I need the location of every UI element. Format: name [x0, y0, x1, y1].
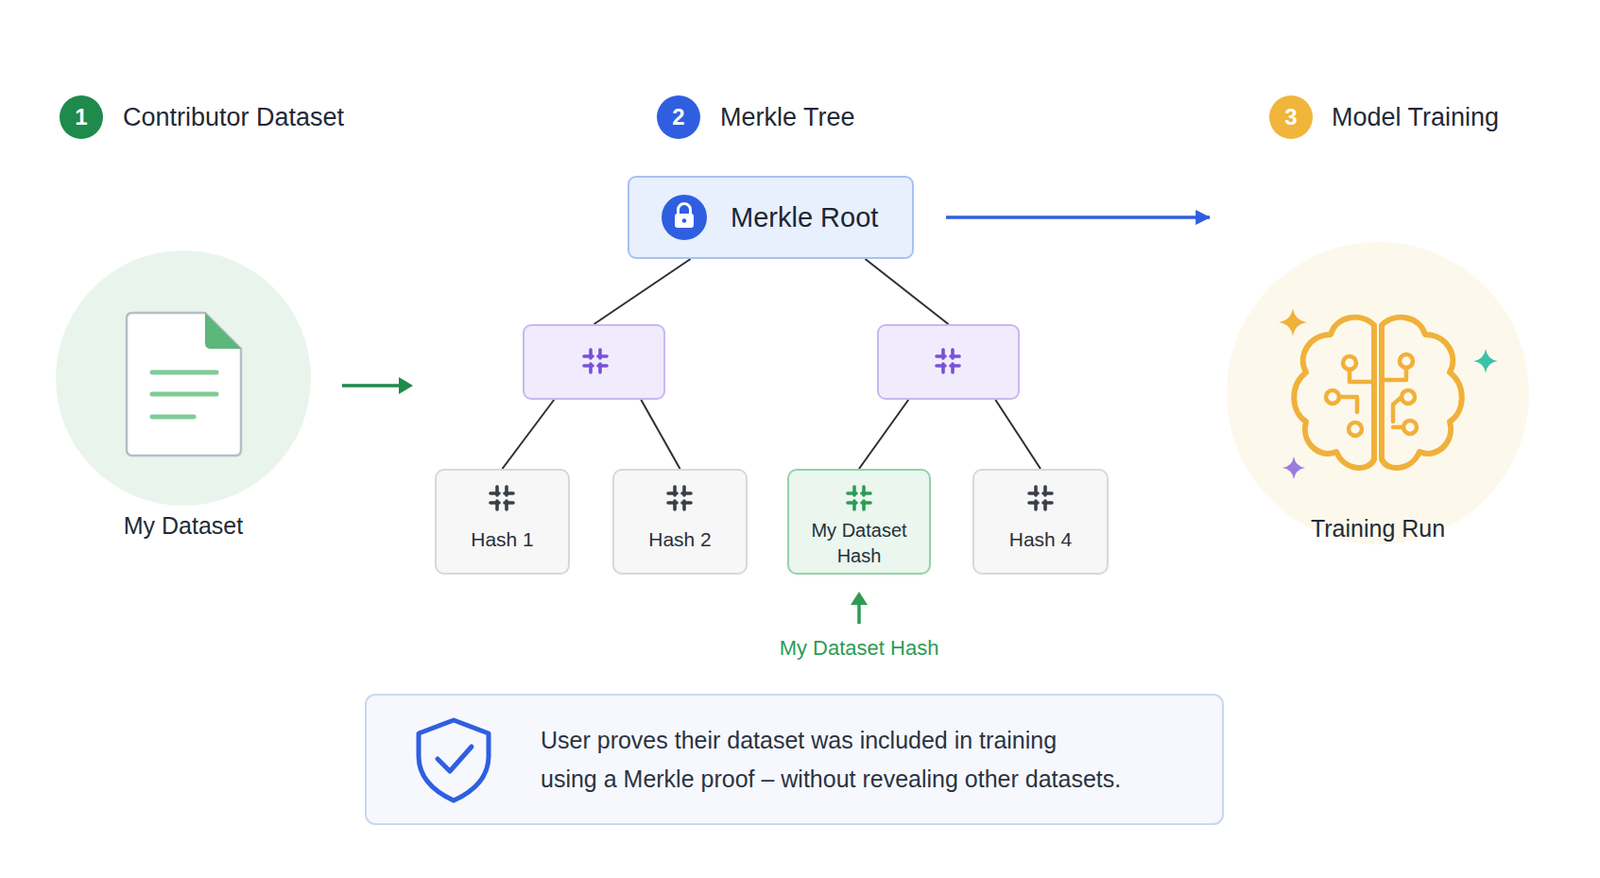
- merkle-root-box: Merkle Root: [627, 175, 914, 259]
- pointer-arrow: [850, 591, 868, 624]
- arrow-head: [398, 377, 413, 395]
- tree-link: [859, 399, 909, 469]
- step-title: Merkle Tree: [720, 103, 856, 133]
- node-text: My Dataset Hash: [789, 517, 930, 569]
- hash-node-box: [877, 324, 1020, 400]
- arrow-shaft: [342, 383, 403, 388]
- step-title: Model Training: [1331, 103, 1499, 133]
- tree-link: [995, 399, 1041, 469]
- pointer-label: My Dataset Hash: [779, 636, 940, 661]
- node-text: Hash 4: [974, 527, 1107, 552]
- tree-link: [640, 399, 680, 469]
- circle-fill: [1226, 241, 1530, 545]
- circle-fill: [55, 250, 311, 506]
- tree-link: [864, 258, 948, 325]
- node-text: Hash 1: [436, 527, 568, 552]
- step-number: 3: [1269, 95, 1313, 139]
- step-number: 2: [656, 95, 701, 139]
- node-caption: Training Run: [1226, 514, 1530, 544]
- training-circle: Training Run: [1226, 241, 1530, 545]
- flow-arrow: [946, 215, 1210, 220]
- tree-link: [594, 258, 691, 325]
- hash-node-box: [522, 324, 666, 400]
- step-number: 1: [59, 95, 104, 139]
- arrow-head: [850, 591, 868, 605]
- tree-link: [502, 399, 555, 469]
- leaf-hash-box: Hash 2: [612, 468, 748, 575]
- proof-note-box: User proves their dataset was included i…: [364, 693, 1224, 826]
- node-text: Hash 2: [614, 527, 746, 552]
- leaf-hash-box: My Dataset Hash: [787, 468, 931, 575]
- node-text: Merkle Root: [730, 200, 878, 235]
- circle-outline: [55, 250, 311, 506]
- flow-arrow: [342, 377, 413, 395]
- step-title: Contributor Dataset: [122, 103, 345, 133]
- arrow-shaft: [857, 601, 861, 624]
- node-caption: My Dataset: [55, 511, 311, 541]
- leaf-hash-box: Hash 4: [972, 468, 1109, 575]
- leaf-hash-box: Hash 1: [434, 468, 570, 575]
- dataset-circle: My Dataset: [55, 250, 311, 506]
- node-text: User proves their dataset was included i…: [540, 721, 1121, 799]
- circle-outline: [1226, 241, 1530, 545]
